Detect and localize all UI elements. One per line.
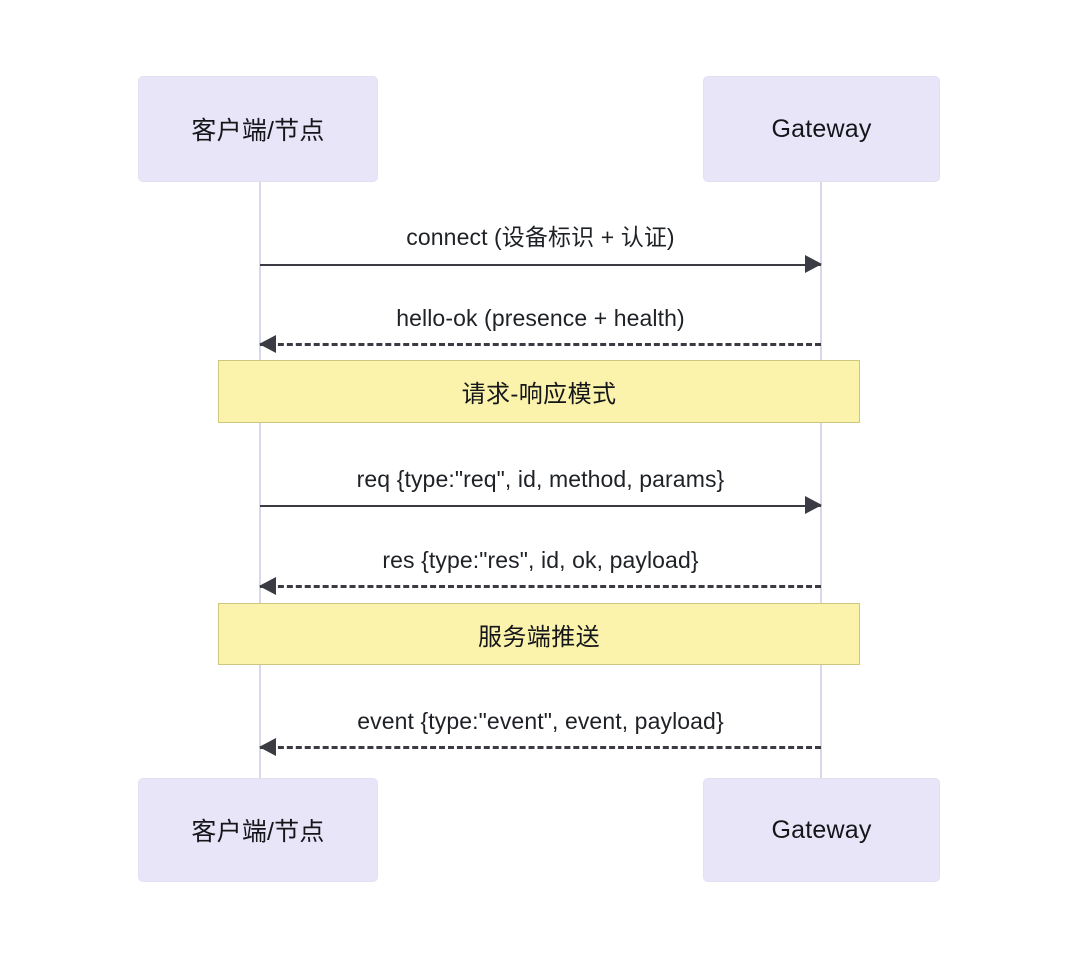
participant-client-top[interactable]: 客户端/节点 [138,76,378,182]
lifeline-gateway [820,182,822,780]
section-banner-server-push: 服务端推送 [218,603,860,665]
arrowhead-right-icon [805,496,822,514]
message-event-line [260,746,821,749]
message-event-label: event {type:"event", event, payload} [357,708,724,734]
message-hello-ok: hello-ok (presence + health) [259,288,821,353]
arrowhead-left-icon [259,335,276,353]
message-res: res {type:"res", id, ok, payload} [259,531,821,595]
message-connect: connect (设备标识 + 认证) [260,206,822,273]
participant-client-bottom[interactable]: 客户端/节点 [138,778,378,882]
message-req: req {type:"req", id, method, params} [260,449,822,514]
message-hello-ok-line [260,343,821,346]
message-hello-ok-label: hello-ok (presence + health) [396,305,685,331]
message-res-line [260,585,821,588]
arrowhead-left-icon [259,577,276,595]
message-connect-line [260,263,821,266]
participant-gateway-top[interactable]: Gateway [703,76,940,182]
arrowhead-left-icon [259,738,276,756]
message-res-label: res {type:"res", id, ok, payload} [382,547,699,573]
lifeline-client [259,182,261,780]
participant-gateway-bottom[interactable]: Gateway [703,778,940,882]
message-connect-label: connect (设备标识 + 认证) [406,224,675,250]
message-event: event {type:"event", event, payload} [259,692,821,756]
arrowhead-right-icon [805,255,822,273]
section-banner-request-response: 请求-响应模式 [218,360,860,423]
message-req-line [260,504,821,507]
message-req-label: req {type:"req", id, method, params} [356,466,725,492]
